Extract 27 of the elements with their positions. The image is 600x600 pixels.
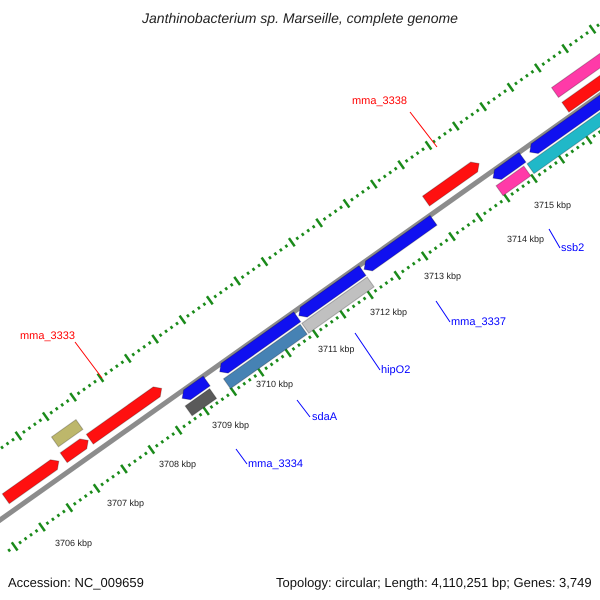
gene-label: mma_3333	[20, 331, 76, 342]
scale-label: 3715 kbp	[534, 201, 572, 210]
leader-line	[410, 112, 438, 148]
gene-label: ssb2	[561, 243, 584, 254]
leader-line	[74, 342, 102, 378]
gene-label: mma_3338	[352, 96, 408, 107]
gene-label: mma_3337	[451, 317, 506, 328]
leader-line	[236, 448, 248, 464]
scale-label: 3708 kbp	[159, 460, 196, 469]
scale-label: 3709 kbp	[212, 421, 250, 430]
leader-line	[296, 400, 310, 418]
gene-label: hipO2	[381, 365, 410, 376]
gene-label: mma_3334	[248, 459, 304, 470]
scale-label: 3706 kbp	[55, 539, 92, 548]
leader-line	[354, 332, 380, 370]
scale-label: 3707 kbp	[107, 499, 144, 508]
scale-label: 3710 kbp	[256, 380, 294, 389]
scale-label: 3713 kbp	[424, 272, 462, 281]
scale-label: 3712 kbp	[370, 308, 408, 317]
leader-line	[436, 300, 450, 322]
gene-label: sdaA	[312, 412, 338, 423]
scale-label: 3711 kbp	[318, 345, 354, 354]
accession-text: Accession: NC_009659	[8, 576, 144, 589]
genome-info-text: Topology: circular; Length: 4,110,251 bp; Genes: 3,749	[276, 576, 592, 589]
leader-line	[548, 228, 560, 248]
title: Janthinobacterium sp. Marseille, complete genome	[142, 11, 458, 25]
scale-label: 3714 kbp	[507, 235, 544, 244]
